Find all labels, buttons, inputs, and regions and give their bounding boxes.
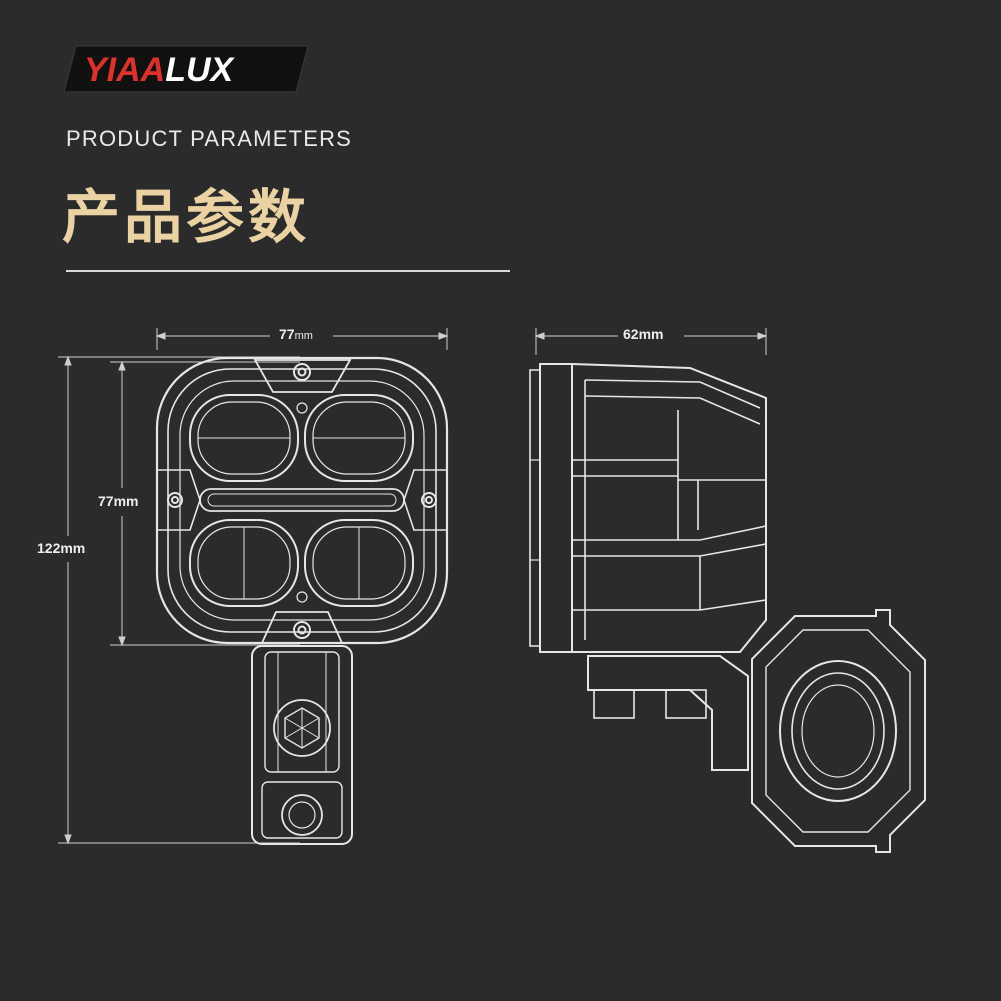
title-divider: [66, 270, 510, 272]
dim-front-width-unit: mm: [294, 330, 313, 342]
side-view: [529, 328, 926, 853]
torx-screw-icon: [296, 402, 308, 414]
screw-icon: [421, 492, 437, 508]
dimension-drawing: 77mm 77mm 122mm 62mm: [0, 300, 1001, 900]
front-view: [58, 328, 449, 845]
hex-bolt-icon: [273, 699, 331, 757]
page-title: 产品参数: [62, 183, 311, 251]
dim-total-height: 122mm: [34, 540, 89, 556]
screw-icon: [167, 492, 183, 508]
brand-logo: YIAALUX: [62, 42, 310, 96]
dim-front-height: 77mm: [95, 493, 142, 509]
section-subtitle: PRODUCT PARAMETERS: [66, 126, 353, 151]
svg-text:YIAALUX: YIAALUX: [84, 51, 236, 89]
screw-icon: [293, 363, 311, 381]
logo-text-white: LUX: [165, 51, 235, 89]
screw-icon: [293, 621, 311, 639]
torx-screw-icon: [296, 591, 308, 603]
dim-front-width: 77mm: [276, 326, 316, 342]
logo-text-red: YIAA: [84, 51, 165, 89]
dim-front-width-value: 77: [279, 326, 295, 342]
dim-side-depth: 62mm: [620, 326, 667, 342]
